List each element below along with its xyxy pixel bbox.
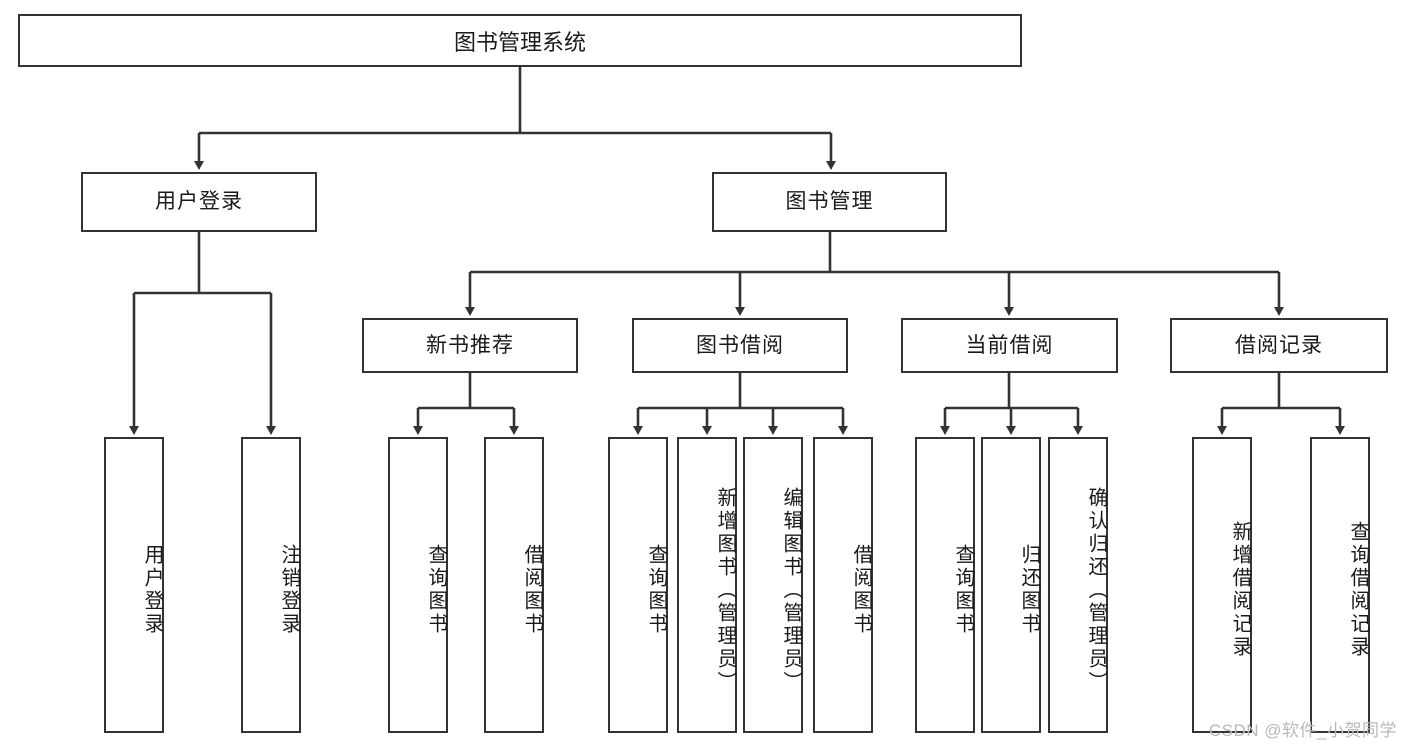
node-user-login[interactable]: 用户登录	[81, 172, 317, 232]
node-book-borrow[interactable]: 图书借阅	[632, 318, 848, 373]
node-label: 当前借阅	[965, 333, 1054, 357]
watermark: CSDN @软件_小贺同学	[1208, 721, 1397, 740]
node-label: 新书推荐	[426, 333, 514, 357]
node-label: 借阅图书	[521, 544, 543, 636]
node-leaf-add-book[interactable]: 新增图书（管理员）	[677, 437, 737, 733]
node-label: 借阅图书	[850, 544, 872, 636]
node-label: 编辑图书（管理员）	[780, 486, 802, 694]
node-label: 新增图书（管理员）	[714, 486, 736, 694]
node-label: 确认归还（管理员）	[1085, 486, 1107, 694]
node-leaf-confirm-return[interactable]: 确认归还（管理员）	[1048, 437, 1108, 733]
node-label: 查询借阅记录	[1347, 521, 1369, 659]
node-book-manage[interactable]: 图书管理	[712, 172, 947, 232]
node-current-borrow[interactable]: 当前借阅	[901, 318, 1118, 373]
node-label: 归还图书	[1018, 544, 1040, 636]
node-leaf-query-record[interactable]: 查询借阅记录	[1310, 437, 1370, 733]
node-label: 新增借阅记录	[1229, 521, 1251, 659]
node-label: 查询图书	[952, 544, 974, 636]
node-label: 查询图书	[425, 544, 447, 636]
node-leaf-add-record[interactable]: 新增借阅记录	[1192, 437, 1252, 733]
node-leaf-query-book-3[interactable]: 查询图书	[915, 437, 975, 733]
node-label: 用户登录	[141, 544, 163, 636]
node-leaf-borrow-book-1[interactable]: 借阅图书	[484, 437, 544, 733]
node-leaf-borrow-book-2[interactable]: 借阅图书	[813, 437, 873, 733]
node-borrow-record[interactable]: 借阅记录	[1170, 318, 1388, 373]
node-label: 注销登录	[278, 544, 300, 636]
node-leaf-edit-book[interactable]: 编辑图书（管理员）	[743, 437, 803, 733]
node-leaf-return-book[interactable]: 归还图书	[981, 437, 1041, 733]
node-label: 图书借阅	[696, 333, 784, 357]
node-label: 图书管理系统	[453, 29, 586, 55]
node-leaf-query-book-1[interactable]: 查询图书	[388, 437, 448, 733]
node-leaf-user-logout[interactable]: 注销登录	[241, 437, 301, 733]
node-label: 图书管理	[785, 190, 874, 214]
node-label: 查询图书	[645, 544, 667, 636]
node-root[interactable]: 图书管理系统	[18, 14, 1022, 67]
node-label: 用户登录	[155, 190, 243, 214]
node-leaf-query-book-2[interactable]: 查询图书	[608, 437, 668, 733]
node-leaf-user-login[interactable]: 用户登录	[104, 437, 164, 733]
node-new-book-recommend[interactable]: 新书推荐	[362, 318, 578, 373]
node-label: 借阅记录	[1235, 333, 1323, 357]
